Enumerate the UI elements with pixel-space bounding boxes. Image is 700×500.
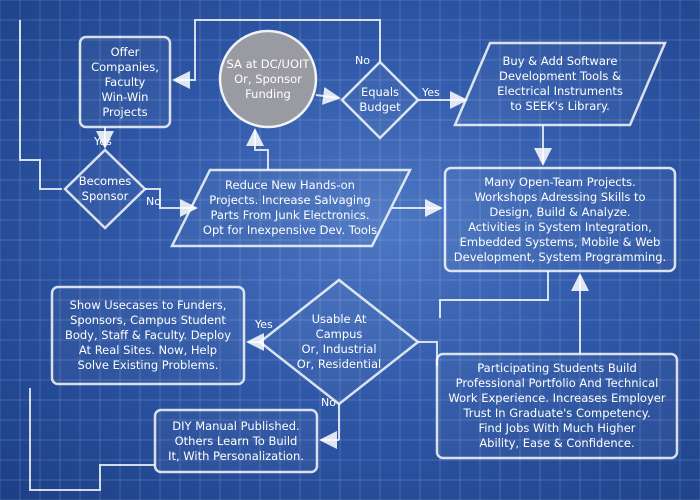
equals-budget-label: Equals Budget <box>359 85 401 114</box>
connector-reduce-to-sa <box>246 128 269 170</box>
reduce-parallelogram <box>169 168 413 248</box>
sa-funding-circle <box>218 29 318 129</box>
becomes-sponsor-label: Becomes Sponsor <box>78 174 132 203</box>
show-usecases-box <box>50 285 246 386</box>
many-projects-box <box>443 166 677 273</box>
participating-box <box>435 352 679 460</box>
connector-sa-to-budget <box>315 87 341 105</box>
connector-projects-to-usable <box>439 271 549 318</box>
becomes-sponsor-diamond <box>63 148 147 230</box>
connector-left-loop <box>19 20 62 190</box>
diy-manual-label: DIY Manual Published. Others Learn To Bu… <box>168 418 304 463</box>
edge-no-budget: No <box>355 54 370 67</box>
usable-at-label: Usable At Campus Or, Industrial Or, Resi… <box>296 312 382 371</box>
many-projects-label: Many Open-Team Projects. Workshops Adres… <box>453 174 667 264</box>
edge-yes-sponsor: Yes <box>94 135 112 148</box>
connector-usable-to-participating <box>418 341 438 366</box>
edge-yes-budget: Yes <box>422 86 440 99</box>
edge-no-usable: No <box>321 396 336 409</box>
buy-add-label: Buy & Add Software Development Tools & E… <box>497 54 623 113</box>
connector-no-budget <box>172 19 381 89</box>
participating-label: Participating Students Build Professiona… <box>448 361 666 450</box>
sa-funding-label: SA at DC/UOIT Or, Sponsor Funding <box>226 56 310 101</box>
edge-yes-usable: Yes <box>255 318 273 331</box>
connector-bottom-loop <box>29 388 155 491</box>
show-usecases-label: Show Usecases to Funders, Sponsors, Camp… <box>64 298 232 372</box>
edge-no-sponsor: No <box>146 195 161 208</box>
equals-budget-diamond <box>340 60 420 140</box>
diy-manual-box <box>153 408 319 474</box>
offer-box <box>78 35 172 129</box>
offer-label: Offer Companies, Faculty Win-Win Project… <box>91 44 159 119</box>
connector-no-sponsor <box>145 188 198 217</box>
reduce-label: Reduce New Hands-on Projects. Increase S… <box>202 178 378 237</box>
